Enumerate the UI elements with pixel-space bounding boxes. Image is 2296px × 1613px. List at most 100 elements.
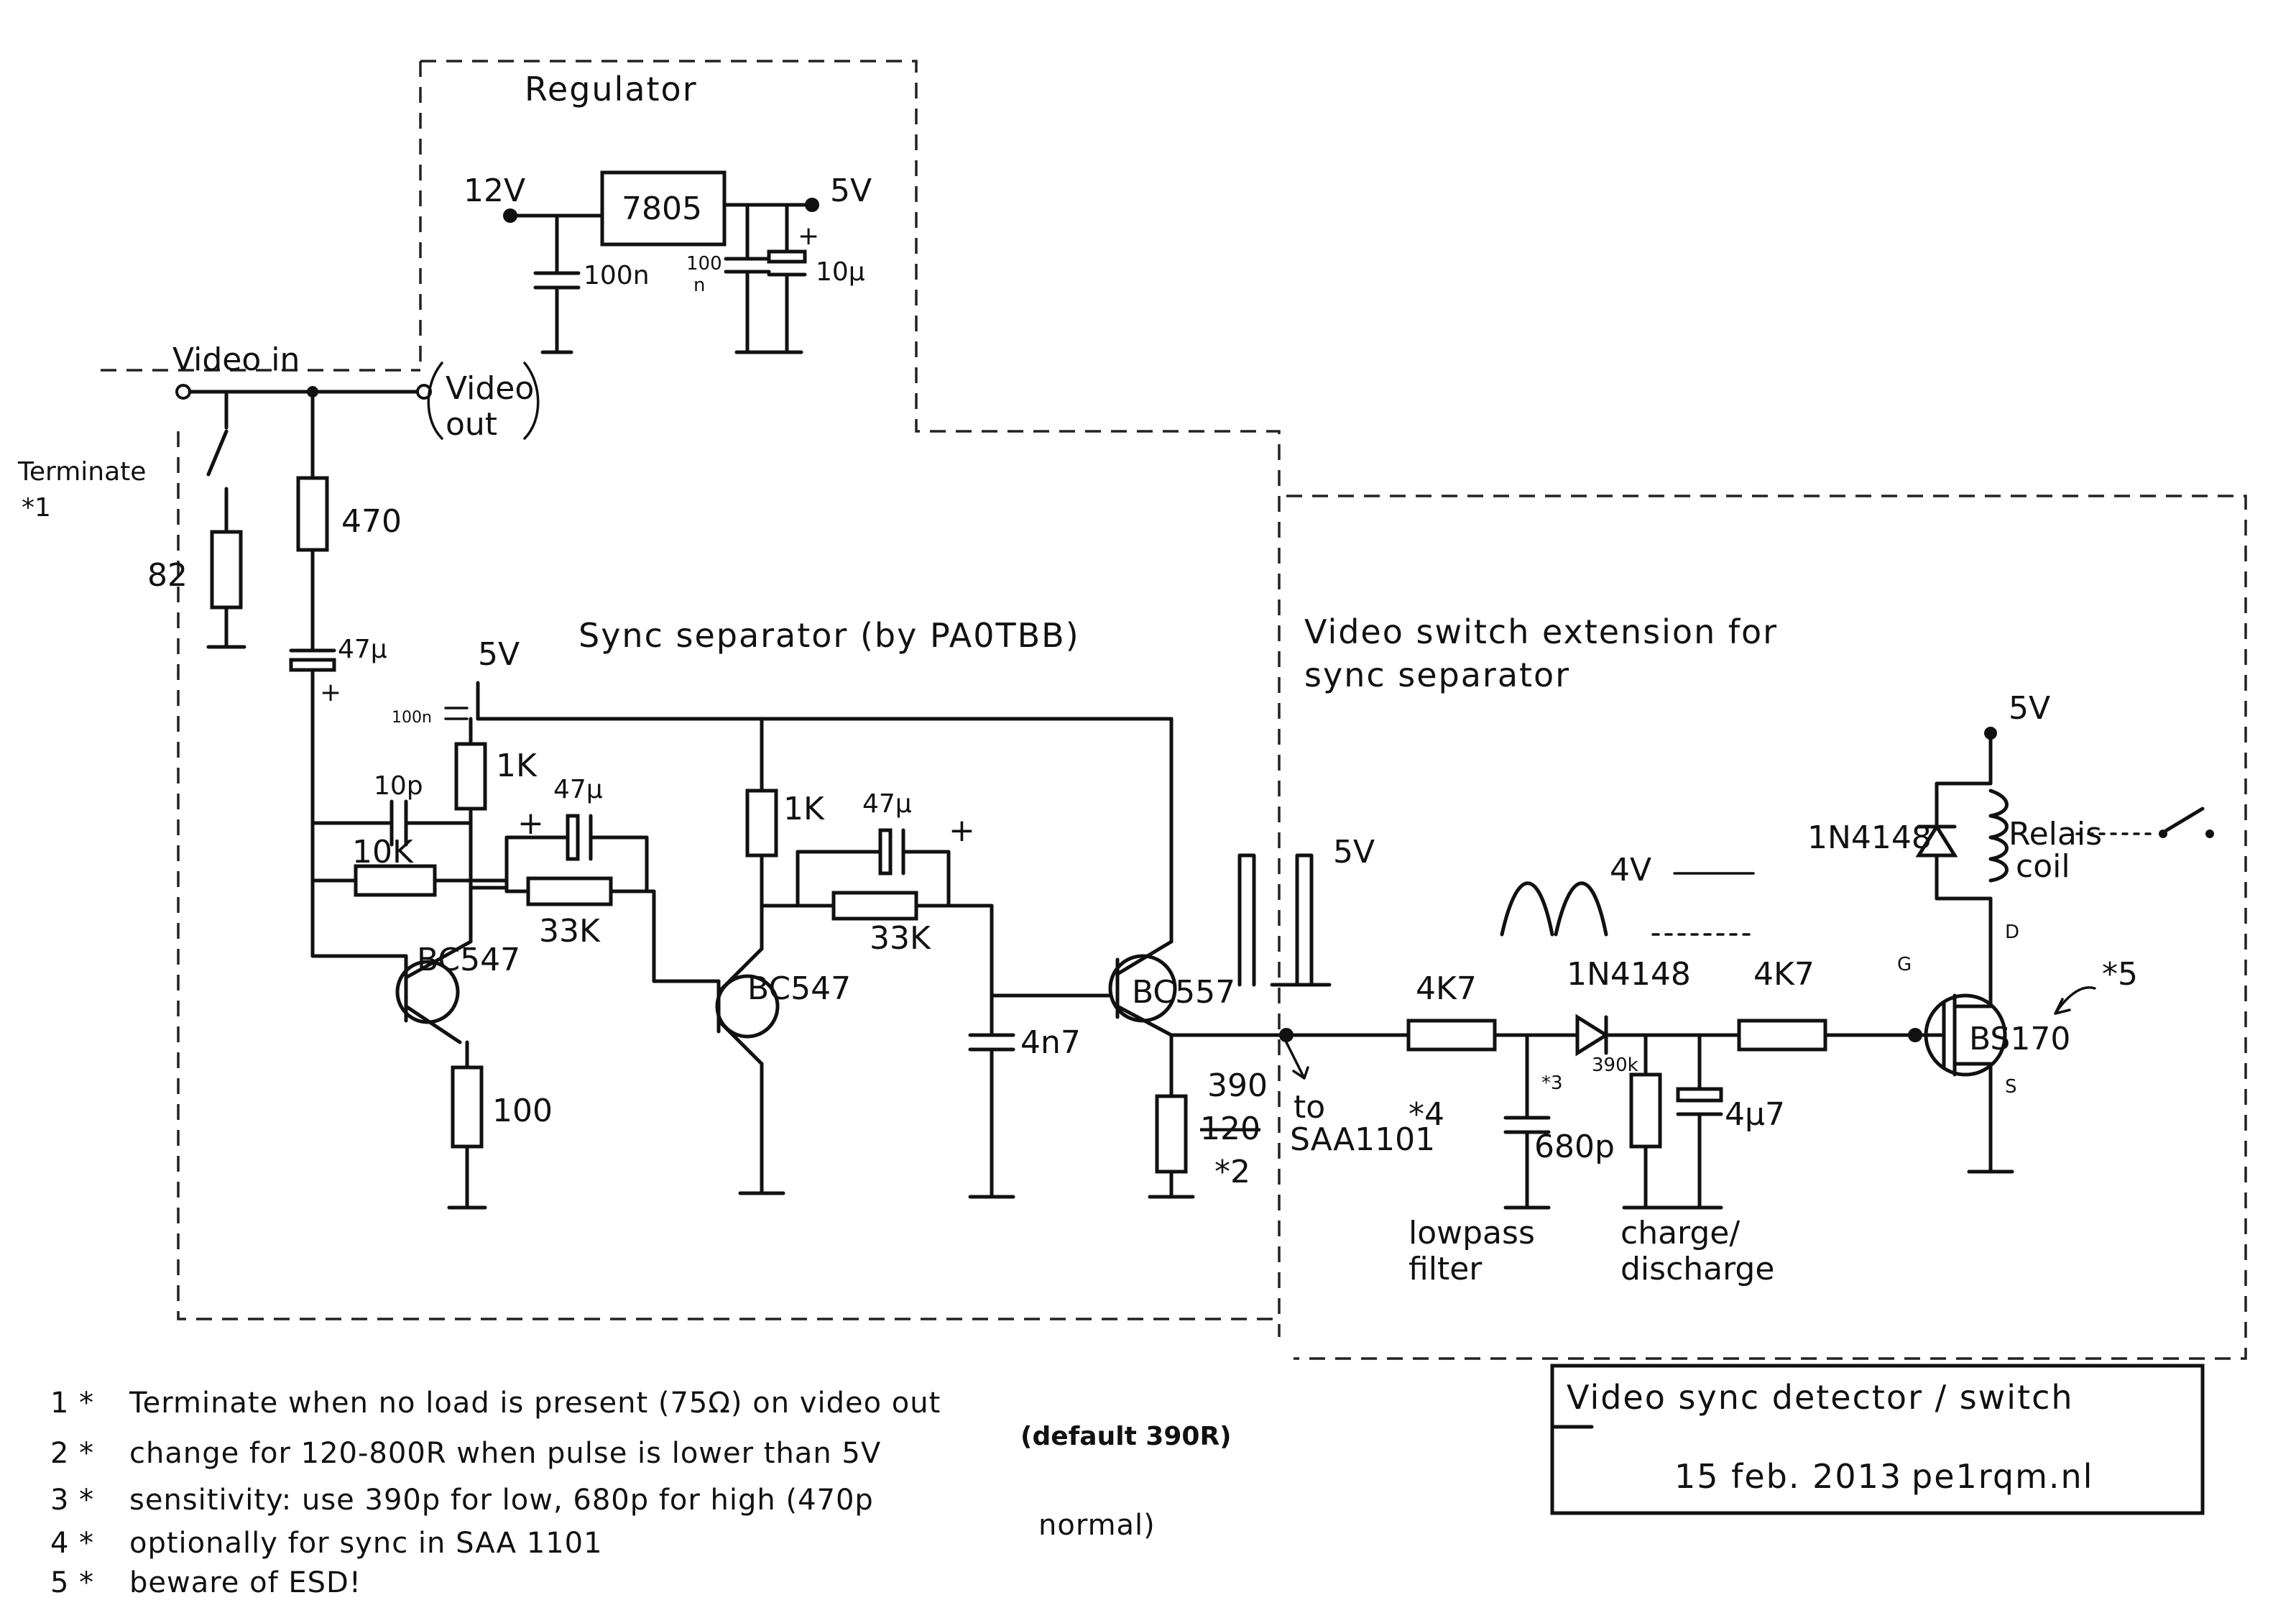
notes: 1 * Terminate when no load is present (7… <box>50 1387 1232 1599</box>
resistor-1k-q1 <box>454 742 487 811</box>
note-1-text: Terminate when no load is present (75Ω) … <box>129 1387 941 1420</box>
gate-node <box>1908 1028 1922 1042</box>
esd-arrow <box>2054 986 2096 1015</box>
pulse-5v-label: 5V <box>1333 834 1375 870</box>
transistor-q3-label: BC557 <box>1132 974 1235 1011</box>
regulator-circuit: 7805 12V 5V 100n 100 n + 10µ <box>464 170 872 354</box>
resistor-33k-b <box>831 891 918 921</box>
charge-waveform <box>1500 881 1608 937</box>
sync-separator-title: Sync separator (by PA0TBB) <box>578 616 1080 655</box>
title-block-frame <box>1550 1364 2205 1515</box>
cap-10u-label: 10µ <box>816 257 865 287</box>
note-3-extra: normal) <box>1038 1509 1156 1542</box>
relay-diode-label: 1N4148 <box>1807 819 1932 856</box>
video-out-bracket <box>427 362 540 440</box>
resistor-33k-b-label: 33K <box>870 920 931 957</box>
resistor-390k-label: 390k <box>1592 1054 1638 1076</box>
note-1-num: 1 * <box>50 1387 94 1420</box>
resistor-1k-q1-label: 1K <box>496 748 538 784</box>
resistor-4k7-a-label: 4K7 <box>1416 970 1477 1007</box>
resistor-390-ref: *2 <box>1214 1154 1250 1190</box>
title-block: Video sync detector / switch 15 feb. 201… <box>1550 1364 2205 1515</box>
drawing-date: 15 feb. 2013 <box>1674 1457 1902 1496</box>
extension-title-line1: Video switch extension for <box>1304 612 1778 651</box>
resistor-390 <box>1155 1094 1188 1174</box>
note-4-num: 4 * <box>50 1527 94 1560</box>
note-2-extra: (default 390R) <box>1020 1422 1232 1451</box>
terminate-ref: *1 <box>22 493 51 523</box>
drawing-author: pe1rqm.nl <box>1912 1457 2093 1496</box>
resistor-1k-q2-label: 1K <box>783 791 825 827</box>
video-in-label: Video in <box>172 341 300 378</box>
cap-100n-label: 100n <box>584 261 650 290</box>
cap-100n-decouple-label: 100n <box>392 709 432 727</box>
diode-1n4148 <box>1575 1014 1610 1057</box>
cap-4n7-label: 4n7 <box>1020 1024 1081 1061</box>
resistor-82-label: 82 <box>147 557 188 594</box>
cap-100n-out-label-1: 100 <box>686 253 722 275</box>
relay-coil <box>1988 789 2009 883</box>
drawing-title: Video sync detector / switch <box>1567 1378 2074 1417</box>
cap-10u-plus: + <box>798 221 819 251</box>
cap-47u-b <box>878 828 893 876</box>
sync-5v-label: 5V <box>478 636 520 673</box>
sync-separator-circuit: 470 47µ + 5V 100n 1K 10p 10K <box>289 390 1375 1210</box>
cap-680p-ref: *3 <box>1541 1072 1563 1094</box>
resistor-470 <box>296 476 329 552</box>
regulator-box <box>420 60 1281 1337</box>
note-2-text: change for 120-800R when pulse is lower … <box>129 1437 881 1470</box>
pulse-waveform <box>1237 853 1332 987</box>
cap-47u-a-plus: + <box>517 805 544 842</box>
relay-diode <box>1915 823 1958 858</box>
note-5-num: 5 * <box>50 1566 94 1599</box>
resistor-100 <box>451 1065 484 1149</box>
cap-680p-label: 680p <box>1534 1129 1615 1165</box>
resistor-4k7-b-label: 4K7 <box>1753 956 1815 993</box>
wave-4v-label: 4V <box>1610 852 1651 888</box>
resistor-33k-a-label: 33K <box>539 913 601 950</box>
pin-g-label: G <box>1897 954 1912 975</box>
regulator-title: Regulator <box>525 70 698 109</box>
relay-label-2: coil <box>2016 848 2070 885</box>
cap-10u <box>767 249 807 264</box>
regulator-vout: 5V <box>830 173 872 209</box>
extension-circuit: to SAA1101 *4 4K7 1N4148 *3 680p lowpass… <box>1279 690 2214 1287</box>
cap-47u-input-plus: + <box>320 678 341 707</box>
charge-label-2: discharge <box>1620 1251 1774 1287</box>
note-3-text: sensitivity: use 390p for low, 680p for … <box>129 1484 874 1517</box>
5v-terminal <box>805 198 819 212</box>
resistor-100-label: 100 <box>492 1093 553 1129</box>
io-dashed-line <box>101 61 422 372</box>
video-out-label-2: out <box>446 406 497 443</box>
diode-1n4148-label: 1N4148 <box>1567 956 1691 993</box>
ic-7805 <box>600 170 727 247</box>
lowpass-label-1: lowpass <box>1409 1215 1535 1251</box>
note-3-num: 3 * <box>50 1484 94 1517</box>
cap-10p-label: 10p <box>374 771 423 801</box>
resistor-390-label: 390 <box>1207 1067 1268 1104</box>
sync-separator-box <box>177 431 1279 1320</box>
cap-4u7 <box>1676 1087 1723 1103</box>
resistor-10k-label: 10K <box>352 834 414 870</box>
resistor-33k-a <box>526 876 613 906</box>
resistor-470-label: 470 <box>341 503 402 540</box>
regulator-vin: 12V <box>464 173 525 209</box>
resistor-82 <box>210 530 243 610</box>
resistor-4k7-b <box>1737 1019 1827 1052</box>
cap-100n-out-label-2: n <box>693 275 705 296</box>
resistor-10k <box>354 864 437 897</box>
note-4-text: optionally for sync in SAA 1101 <box>129 1527 603 1560</box>
relay-label-1: Relais <box>2009 816 2102 853</box>
charge-label-1: charge/ <box>1620 1215 1740 1251</box>
ic-7805-label: 7805 <box>622 190 702 227</box>
transistor-q2-label: BC547 <box>747 970 851 1007</box>
video-out-label-1: Video <box>446 370 534 407</box>
cap-47u-input-label: 47µ <box>338 635 387 664</box>
cap-47u-b-plus: + <box>949 812 975 849</box>
resistor-1k-q2 <box>745 789 778 858</box>
cap-47u-b-label: 47µ <box>862 789 912 819</box>
cap-47u-a <box>566 814 580 861</box>
transistor-q1-label: BC547 <box>417 942 520 978</box>
cap-47u-a-label: 47µ <box>553 775 603 804</box>
